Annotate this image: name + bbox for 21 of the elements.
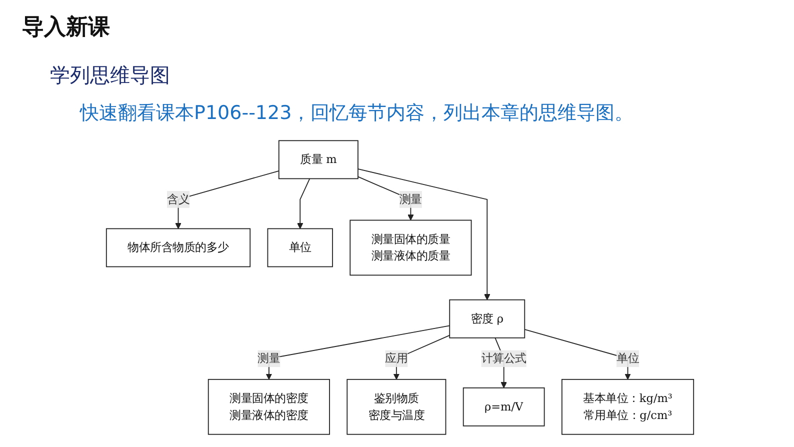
subtitle: 学列思维导图 <box>50 62 170 89</box>
edge-label: 测量 <box>258 352 280 365</box>
arrow <box>175 170 280 229</box>
node-box: 密度 ρ <box>449 299 526 338</box>
node-box: ρ=m/V <box>462 387 545 426</box>
node-box: 单位 <box>267 228 333 268</box>
node-box: 基本单位：kg/m³ 常用单位：g/cm³ <box>561 378 694 435</box>
edge-label: 含义 <box>166 192 190 206</box>
instruction-text: 快速翻看课本P106--123，回忆每节内容，列出本章的思维导图。 <box>80 101 634 126</box>
edge-label: 测量 <box>399 192 422 206</box>
slide-title: 导入新课 <box>22 14 110 42</box>
node-box: 物体所含物质的多少 <box>106 228 251 268</box>
node-box: 鉴别物质 密度与温度 <box>346 378 446 435</box>
arrow <box>297 178 310 229</box>
node-box: 测量固体的密度 测量液体的密度 <box>208 378 330 435</box>
edge-label: 计算公式 <box>481 352 526 365</box>
arrow <box>524 329 631 380</box>
node-box: 测量固体的质量 测量液体的质量 <box>350 220 472 276</box>
edge-label: 单位 <box>616 352 640 365</box>
edge-label: 应用 <box>385 352 408 365</box>
node-box: 质量 m <box>278 140 358 180</box>
